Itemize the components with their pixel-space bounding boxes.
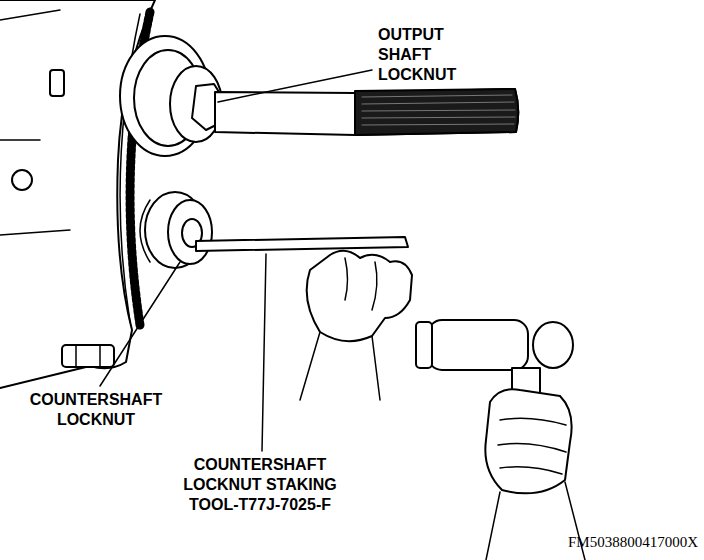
leader-line [262, 254, 266, 451]
figure-code: FM5038800417000X [498, 532, 698, 552]
leader-line [100, 262, 180, 386]
countershaft-locknut [168, 200, 212, 264]
output-shaft [215, 89, 518, 135]
part-label: COUNTERSHAFT LOCKNUT [12, 390, 180, 430]
leader-line [218, 70, 372, 102]
part-label: OUTPUT SHAFT LOCKNUT [378, 25, 478, 85]
staking-tool [196, 237, 408, 251]
spline [355, 89, 518, 135]
hammer-head [428, 320, 528, 370]
hand [485, 389, 571, 493]
part-label: COUNTERSHAFT LOCKNUT STAKING TOOL-T77J-7… [158, 455, 362, 515]
hand [307, 251, 412, 341]
